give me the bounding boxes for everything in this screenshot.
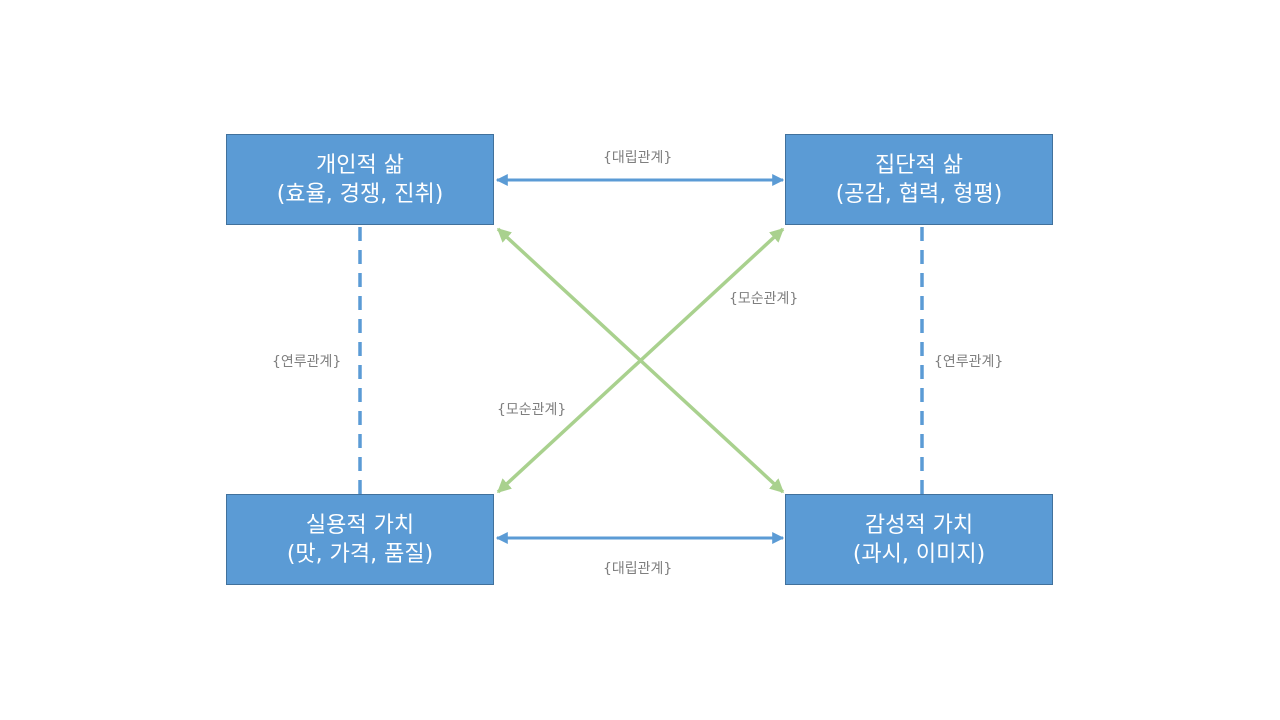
node-title: 감성적 가치 bbox=[864, 512, 974, 538]
diagonal-arrow-bottomleft-topright bbox=[496, 227, 785, 494]
node-title: 개인적 삶 bbox=[316, 152, 404, 178]
node-practical-value: 실용적 가치 (맛, 가격, 품질) bbox=[226, 494, 494, 585]
node-title: 실용적 가치 bbox=[305, 512, 415, 538]
node-subtitle: (효율, 경쟁, 진취) bbox=[276, 181, 444, 207]
node-subtitle: (맛, 가격, 품질) bbox=[286, 541, 434, 567]
node-title: 집단적 삶 bbox=[875, 152, 963, 178]
node-subtitle: (공감, 협력, 형평) bbox=[835, 181, 1003, 207]
label-top-relation: {대립관계} bbox=[603, 150, 673, 166]
node-individual-life: 개인적 삶 (효율, 경쟁, 진취) bbox=[226, 134, 494, 225]
node-collective-life: 집단적 삶 (공감, 협력, 형평) bbox=[785, 134, 1053, 225]
label-right-relation: {연루관계} bbox=[934, 354, 1004, 370]
label-left-relation: {연루관계} bbox=[272, 354, 342, 370]
label-diagonal-upper: {모순관계} bbox=[729, 291, 799, 307]
label-bottom-relation: {대립관계} bbox=[603, 561, 673, 577]
node-subtitle: (과시, 이미지) bbox=[852, 541, 986, 567]
node-emotional-value: 감성적 가치 (과시, 이미지) bbox=[785, 494, 1053, 585]
label-diagonal-lower: {모순관계} bbox=[497, 402, 567, 418]
